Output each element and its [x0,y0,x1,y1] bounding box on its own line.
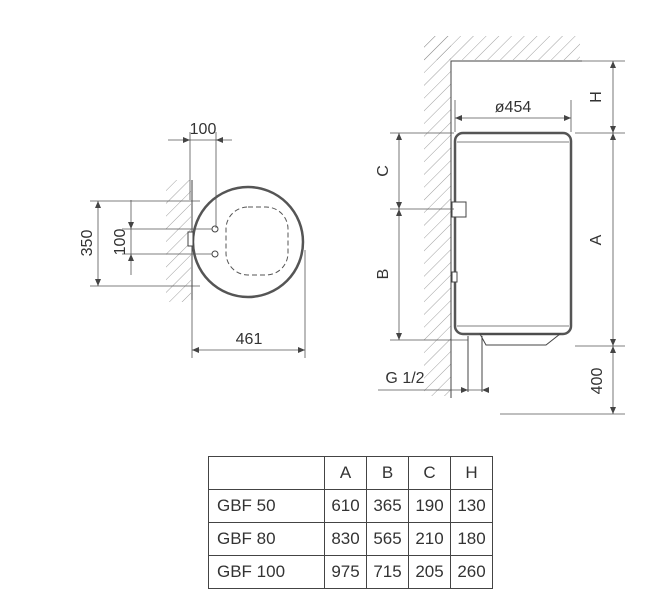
table-cell: 190 [408,489,451,523]
top-view: 100 350 100 461 [79,121,306,358]
dim-c-label: C [375,165,392,177]
table-row: GBF 100 975 715 205 260 [208,555,493,589]
table-cell: 830 [324,522,367,556]
diameter-label: ø454 [495,99,532,116]
dim-h-label: H [588,91,605,103]
pipe-label: G 1/2 [385,370,424,387]
table-header-cell: H [450,456,493,490]
side-view: ø454 H A 400 C B G 1/2 [375,36,625,415]
table-cell: 715 [366,555,409,589]
table-cell: 975 [324,555,367,589]
dim-b-label: B [375,269,392,280]
table-cell: 565 [366,522,409,556]
table-cell: 210 [408,522,451,556]
dim-inner-spacing-label: 100 [112,229,129,256]
ceiling-hatch [424,36,580,60]
dim-floor-label: 400 [589,368,606,395]
wall-hatch-top [166,180,191,302]
table-row: GBF 80 830 565 210 180 [208,522,493,556]
bottom-cover [479,333,562,346]
table-cell-model: GBF 80 [208,522,325,556]
table-cell: 610 [324,489,367,523]
table-header-cell: A [324,456,367,490]
table-header-cell: B [366,456,409,490]
table-cell: 260 [450,555,493,589]
dim-height-label: 350 [79,230,96,257]
table-cell-model: GBF 50 [208,489,325,523]
table-cell: 130 [450,489,493,523]
mounting-bracket [451,201,467,218]
table-cell: 205 [408,555,451,589]
dim-tap-spacing-label: 100 [190,121,217,138]
table-header-cell [208,456,325,490]
wall-hatch-side [424,36,451,396]
table-cell-model: GBF 100 [208,555,325,589]
table-cell: 365 [366,489,409,523]
wall-bracket [187,231,194,247]
tap-lower [211,250,219,258]
dim-a-label: A [588,234,605,245]
table-row: GBF 50 610 365 190 130 [208,489,493,523]
technical-drawing: 100 350 100 461 [79,36,625,415]
dimensions-table: A B C H GBF 50 610 365 190 130 GBF 80 83… [208,456,493,589]
tap-upper [211,225,219,233]
dim-width-label: 461 [236,331,263,348]
tank-circle [191,185,305,299]
table-header-row: A B C H [208,456,493,490]
table-cell: 180 [450,522,493,556]
table-header-cell: C [408,456,451,490]
heater-outline [225,206,289,276]
